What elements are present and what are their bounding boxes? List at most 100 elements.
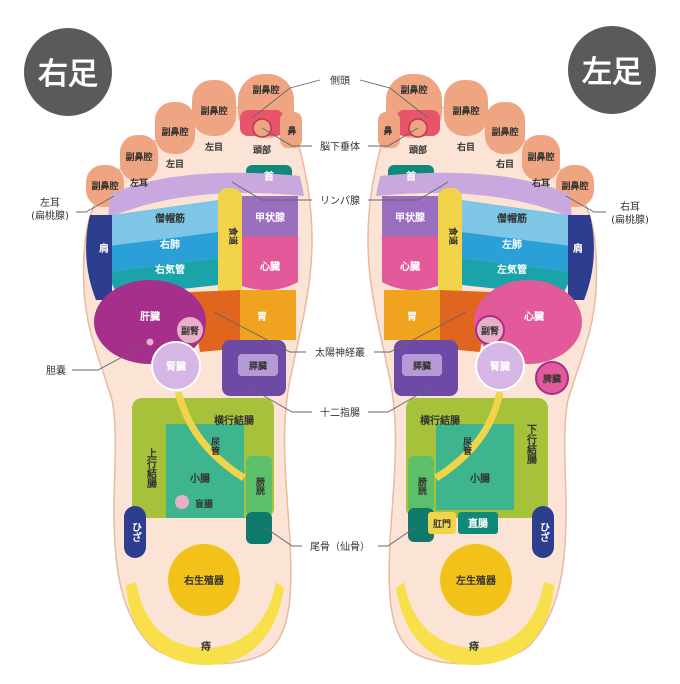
left-lung-label: 左肺 xyxy=(501,238,522,251)
right-hemorrhoid-label: 痔 xyxy=(201,640,211,653)
left-nose-label: 鼻 xyxy=(383,125,392,137)
left-pancreas-label: 膵臓 xyxy=(413,360,431,372)
left-shoulder-label: 肩 xyxy=(573,242,583,255)
right-kidney-label: 腎臓 xyxy=(166,360,186,373)
left-toe5-label: 副鼻腔 xyxy=(561,180,588,192)
left-knee-label: ひざ xyxy=(538,522,550,542)
left-thyroid-label: 甲状腺 xyxy=(395,211,426,224)
leader-duodenum-left xyxy=(368,387,431,413)
left-eye-label: 右目 xyxy=(456,141,475,153)
callout-ear-left-foot-sub: (扁桃腺) xyxy=(611,213,649,226)
right-pancreas-inner xyxy=(238,354,278,376)
left-bladder-label: 膀胱 xyxy=(416,476,428,496)
right-adrenal-zone xyxy=(175,315,205,345)
left-toe3-label: 副鼻腔 xyxy=(491,126,518,138)
callout-gallbladder: 胆嚢 xyxy=(46,364,66,377)
left-rectum-label: 直腸 xyxy=(468,517,488,530)
left-kidney-zone xyxy=(475,341,525,391)
left-small-intestine-label: 小腸 xyxy=(469,472,490,485)
right-knee-label: ひざ xyxy=(130,522,142,542)
right-thyroid-zone xyxy=(242,196,298,236)
right-toe3-label: 副鼻腔 xyxy=(161,126,188,138)
leader-duodenum-right xyxy=(249,387,312,413)
right-cecum-point xyxy=(175,495,189,509)
right-cecum-label: 盲腸 xyxy=(195,498,213,510)
right-toe2-label: 副鼻腔 xyxy=(200,105,227,117)
left-kidney-label: 腎臓 xyxy=(490,360,510,373)
right-coccyx-zone xyxy=(246,512,272,544)
left-head-label: 頭部 xyxy=(409,144,427,156)
left-big-toe-label: 副鼻腔 xyxy=(400,84,427,96)
left-knee-zone xyxy=(532,506,554,558)
left-anus-zone xyxy=(428,512,456,534)
left-toe-3 xyxy=(485,102,525,154)
leader-pituitary-right xyxy=(261,127,312,147)
left-thyroid-zone xyxy=(382,196,438,236)
right-shoulder-zone xyxy=(86,215,112,300)
left-heart-label: 心臓 xyxy=(400,260,420,273)
callout-pituitary: 脳下垂体 xyxy=(320,141,360,153)
right-foot-badge-text: 右足 xyxy=(38,57,98,92)
right-foot-badge-circle xyxy=(24,28,112,116)
left-spleen-label: 脾臓 xyxy=(542,373,561,385)
right-bladder-zone xyxy=(246,456,272,516)
leader-side-head-right xyxy=(251,79,321,119)
right-shoulder-label: 肩 xyxy=(99,242,109,255)
right-toe-4 xyxy=(120,135,158,181)
right-foot-badge: 右足 xyxy=(24,28,112,116)
left-bronchus-label: 左気管 xyxy=(496,263,527,276)
left-bladder-zone xyxy=(408,456,434,512)
right-lung-label: 右肺 xyxy=(159,238,180,251)
right-heart-zone xyxy=(242,236,298,291)
right-liver-label: 肝臓 xyxy=(140,310,160,323)
right-lymph-band xyxy=(108,172,304,218)
left-ureter-tube xyxy=(434,391,504,481)
right-nose-zone xyxy=(280,112,302,148)
leader-coccyx-left xyxy=(378,527,415,547)
left-esophagus-zone xyxy=(438,188,462,306)
callout-coccyx: 尾骨（仙骨） xyxy=(310,540,370,553)
left-heart-zone xyxy=(382,236,438,291)
left-hemorrhoid-label: 痔 xyxy=(469,640,479,653)
callout-side-head: 側頭 xyxy=(330,74,350,87)
right-lung-zone xyxy=(106,232,218,272)
left-anus-label: 肛門 xyxy=(433,519,451,530)
left-esophagus-label: 食道 xyxy=(447,226,459,245)
right-genital-zone xyxy=(168,544,240,616)
right-head-label: 頭部 xyxy=(253,144,271,156)
left-coccyx-zone xyxy=(408,508,434,542)
callout-lymph: リンパ腺 xyxy=(320,194,360,207)
left-ureter-label: 尿管 xyxy=(461,437,472,456)
right-eye-label: 左目 xyxy=(204,141,223,153)
right-trapezius-label: 僧帽筋 xyxy=(155,212,185,225)
right-knee-zone xyxy=(124,506,146,558)
callouts: 側頭 脳下垂体 リンパ腺 太陽神経叢 十二指腸 尾骨（仙骨） 左耳 (扁桃腺) … xyxy=(31,74,649,553)
gallbladder-point xyxy=(145,337,155,347)
callout-ear-right-foot: 左耳 xyxy=(40,196,60,209)
right-stomach-zone xyxy=(240,290,296,340)
right-thyroid-label: 甲状腺 xyxy=(255,211,286,224)
leader-pituitary-left xyxy=(368,127,419,147)
leader-coccyx-right xyxy=(265,527,302,547)
right-ascending-colon-label: 上行結腸 xyxy=(145,447,158,489)
left-adrenal-label: 副腎 xyxy=(481,325,499,337)
right-bladder-label: 膀胱 xyxy=(254,476,266,496)
right-toe5-label: 副鼻腔 xyxy=(91,180,118,192)
right-transverse-colon-label: 横行結腸 xyxy=(214,414,254,427)
right-toe-2 xyxy=(192,80,236,136)
right-esophagus-label: 食道 xyxy=(227,226,239,245)
leader-lymph-right xyxy=(231,181,312,201)
callout-ear-right-foot-sub: (扁桃腺) xyxy=(31,209,69,222)
left-foot-badge-text: 左足 xyxy=(582,55,642,90)
right-ureter-label: 尿管 xyxy=(209,437,220,456)
callout-duodenum-text: 十二指腸 xyxy=(320,406,360,419)
right-eye-label-2: 左目 xyxy=(165,158,184,170)
right-big-toe-label: 副鼻腔 xyxy=(252,84,279,96)
left-pancreas-inner xyxy=(402,354,442,376)
right-kidney-zone xyxy=(151,341,201,391)
right-small-intestine-label: 小腸 xyxy=(189,472,210,485)
right-neck-label: 首 xyxy=(264,170,274,183)
left-heel-band xyxy=(396,582,554,665)
left-stomach-zone xyxy=(384,290,440,340)
